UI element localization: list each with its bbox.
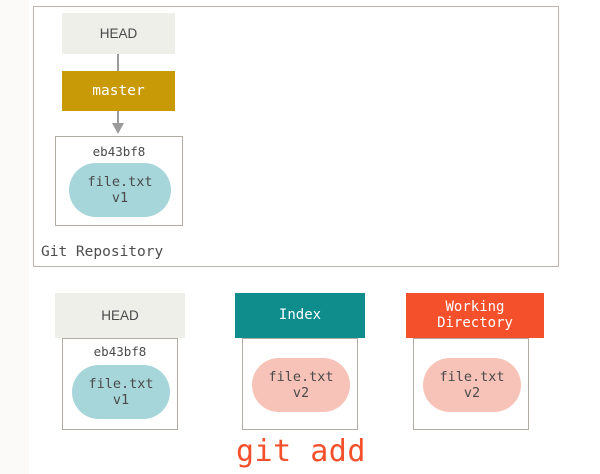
area-head-blob-filename: file.txt [88,375,154,392]
area-working-directory-header-line1: Working [445,298,505,315]
area-working-directory-header: Working Directory [406,293,544,338]
area-working-directory-blob: file.txt v2 [423,358,521,412]
area-head-blob-version: v1 [112,392,130,408]
area-working-directory-blob-filename: file.txt [439,368,505,385]
repo-master-label: master [92,82,145,99]
area-index-header-label: Index [278,306,322,323]
repo-commit-box: eb43bf8 file.txt v1 [55,136,183,226]
area-working-directory-blob-version: v2 [463,385,481,401]
connector-master-to-commit [117,111,119,125]
left-gutter-strip [0,0,29,474]
area-head-content: eb43bf8 file.txt v1 [62,338,178,430]
repo-head-label: HEAD [99,25,138,41]
area-index-blob-filename: file.txt [268,368,334,385]
git-add-command-label: git add [236,434,366,469]
connector-head-to-master [117,54,119,71]
area-head-header: HEAD [55,293,185,338]
area-index-blob: file.txt v2 [252,358,350,412]
repo-commit-sha: eb43bf8 [92,144,146,159]
area-working-directory-header-line2: Directory [437,314,513,331]
area-index-blob-version: v2 [292,385,310,401]
repo-commit-blob-version: v1 [111,190,129,206]
arrowhead-down-icon [112,123,124,134]
area-head-header-label: HEAD [101,307,139,323]
area-working-directory-content: file.txt v2 [413,338,529,430]
repo-commit-blob: file.txt v1 [69,163,171,217]
area-head-blob: file.txt v1 [72,365,170,419]
area-index-content: file.txt v2 [242,338,358,430]
area-head-sha: eb43bf8 [93,344,147,359]
repo-master-branch-box: master [62,71,175,111]
git-repository-label: Git Repository [41,244,164,260]
repo-commit-blob-filename: file.txt [87,173,153,190]
area-index-header: Index [235,293,365,338]
repo-head-box: HEAD [62,13,175,54]
